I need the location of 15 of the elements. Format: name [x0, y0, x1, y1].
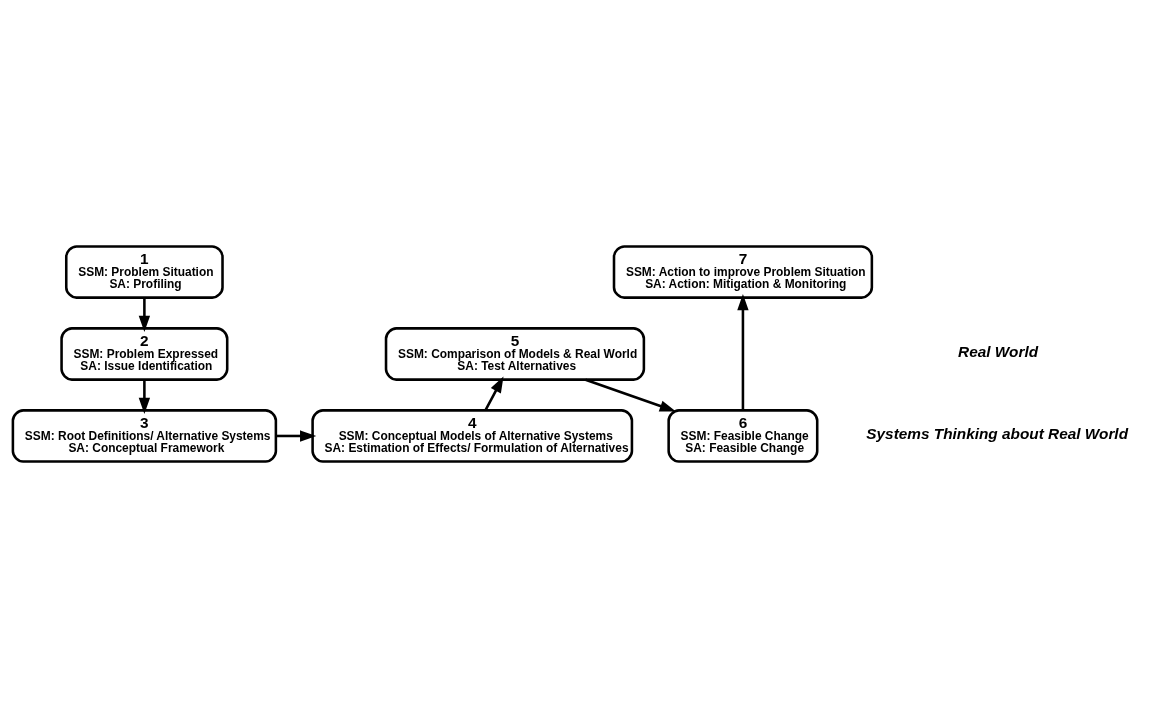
node-box: 2 SSM: Problem Expressed SA: Issue Identification [60, 326, 229, 381]
arrow [585, 378, 676, 412]
arrow [484, 375, 504, 411]
node-box: 3 SSM: Root Definitions/ Alternative Systems SA: Conceptual Framework [11, 408, 278, 463]
arrow [138, 379, 151, 414]
node-box: 1 SSM: Problem Situation SA: Profiling [65, 244, 224, 299]
arrow [276, 429, 317, 442]
node-box: 4 SSM: Conceptual Models of Alternative Systems SA: Estimation of Effects/ Formulation of Alternatives [311, 408, 634, 463]
node-box: 7 SSM: Action to improve Problem Situation SA: Action: Mitigation & Monitoring [612, 244, 874, 299]
node-box: 6 SSM: Feasible Change SA: Feasible Change [667, 408, 819, 463]
node-box: 5 SSM: Comparison of Models & Real World SA: Test Alternatives [384, 326, 646, 381]
label: Real World [958, 342, 1039, 360]
label: Systems Thinking about Real World [866, 424, 1129, 442]
arrow [138, 297, 151, 332]
arrow [737, 293, 749, 410]
